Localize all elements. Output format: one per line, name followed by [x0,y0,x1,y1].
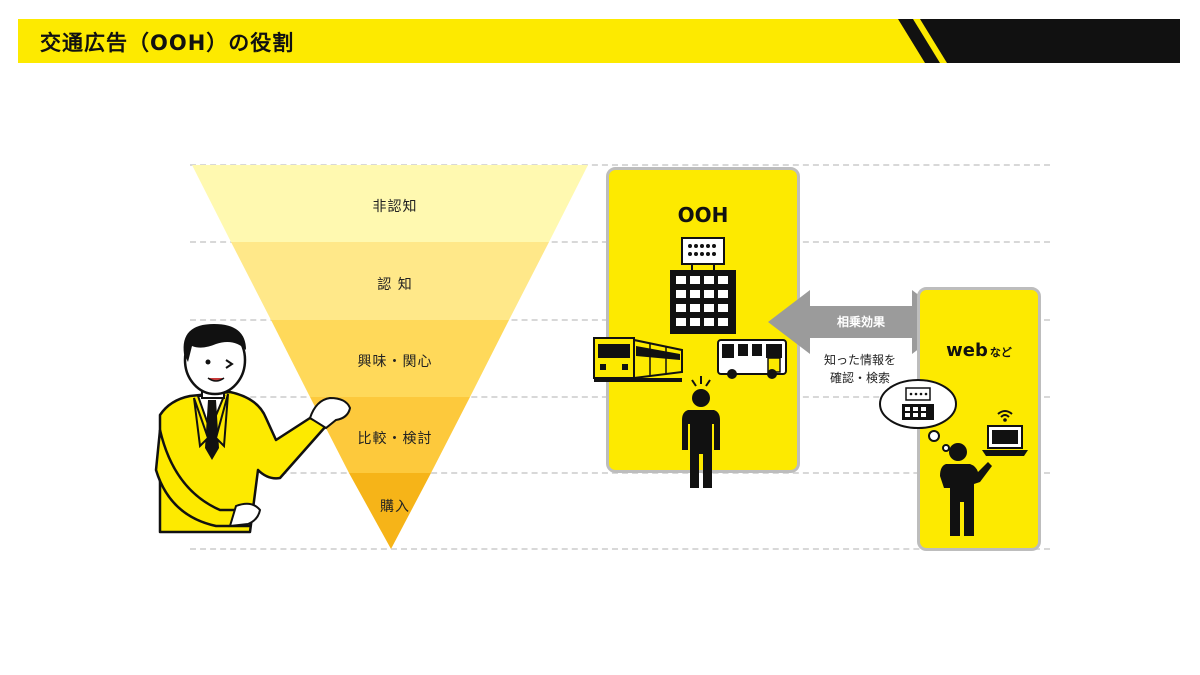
funnel-stage-awareness [231,242,549,320]
laptop-wifi-icon [982,410,1028,456]
web-title-sub: など [989,346,1012,359]
businessman-icon [154,324,352,534]
header-stripe-decoration [898,19,1180,63]
synergy-arrow-label: 相乗効果 [836,315,885,329]
guide-line [190,164,1050,166]
funnel-label-consideration: 比較・検討 [357,431,433,447]
header-bar: 交通広告（OOH）の役割 [18,19,1180,63]
train-icon [593,337,683,382]
synergy-double-arrow [768,290,954,354]
funnel-label-interest: 興味・関心 [357,354,433,370]
funnel-stage-purchase [349,473,431,549]
synergy-note-line1: 知った情報を [823,353,896,367]
person-thinking-icon [940,443,992,536]
billboard-building-icon [670,237,736,334]
funnel-label-unaware: 非認知 [372,199,418,215]
funnel-stage-interest [271,320,509,397]
funnel-stage-unaware [192,165,588,242]
person-surprised-icon [682,376,720,488]
ooh-title: OOH [677,203,729,227]
web-title-main: web [946,340,988,361]
page-title: 交通広告（OOH）の役割 [40,31,295,55]
synergy-note-line2: 確認・検索 [829,371,890,385]
speech-bubble-billboard-icon [879,379,957,452]
funnel-stage-consideration [310,397,470,473]
guide-line [190,472,1050,474]
funnel-label-purchase: 購入 [380,499,410,515]
funnel-label-awareness: 認 知 [377,277,413,293]
guide-line [190,548,1050,550]
bus-icon [717,339,787,379]
